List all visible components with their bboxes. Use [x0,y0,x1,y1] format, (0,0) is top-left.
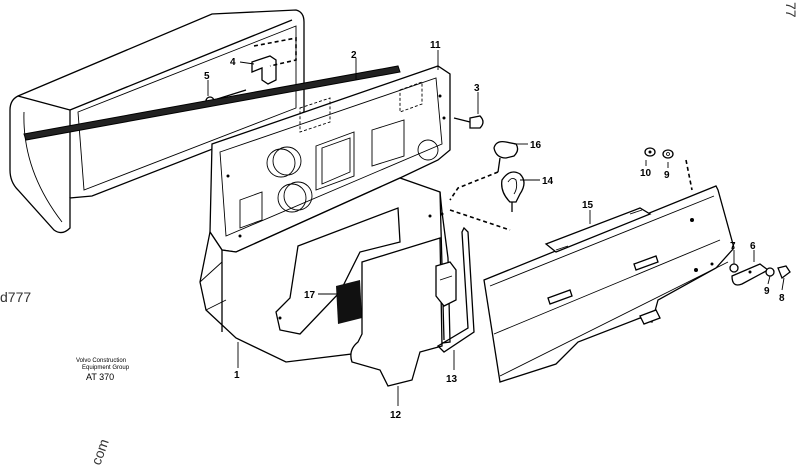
callout-10: 10 [640,168,652,179]
latch-part-6 [731,263,770,286]
callout-13: 13 [446,374,458,385]
callout-1: 1 [234,370,240,381]
drawing-code: AT 370 [86,372,114,382]
callout-2: 2 [351,50,357,61]
dashboard-panel [209,65,451,253]
rod-part-13 [436,226,475,353]
callout-9-lower: 9 [764,286,770,297]
callout-16: 16 [530,140,542,151]
callout-3: 3 [474,83,480,94]
callout-6: 6 [750,241,756,252]
watermark-bottom: com [88,437,112,467]
latch [435,261,457,307]
screw-part-3 [453,115,484,129]
watermark-left: d777 [0,289,31,305]
knob-part-16 [449,140,519,201]
callout-4: 4 [230,57,236,68]
publisher-block: Volvo Construction Equipment Group AT 37… [76,358,130,382]
decal-part-17 [336,280,362,324]
cover-plate-part-12 [350,237,443,387]
callout-7: 7 [730,241,736,252]
nut-part-10 [644,147,656,157]
publisher-line-1: Volvo Construction [76,358,126,364]
callout-11: 11 [430,40,441,51]
seal-strip-part-2 [23,65,401,141]
callout-labels: 1 2 3 4 5 6 7 8 9 9 10 11 12 13 14 15 16… [204,40,785,421]
washer-part-9-lower [765,267,775,277]
leader-lines [207,50,785,406]
door-panel-part-15 [483,185,735,383]
bracket-part-4 [251,37,297,85]
screw-part-8 [777,265,791,280]
nut-part-7 [729,263,739,273]
callout-9-upper: 9 [664,170,670,181]
watermark-top: 77 [783,2,799,18]
callout-15: 15 [582,200,594,211]
washer-part-9-upper [662,149,674,159]
callout-14: 14 [542,176,554,187]
handle-part-14 [449,171,525,231]
callout-17: 17 [304,290,316,301]
callout-5: 5 [204,71,210,82]
upper-housing [9,9,305,234]
callout-12: 12 [390,410,402,421]
publisher-line-2: Equipment Group [82,365,130,371]
callout-8: 8 [779,293,785,304]
